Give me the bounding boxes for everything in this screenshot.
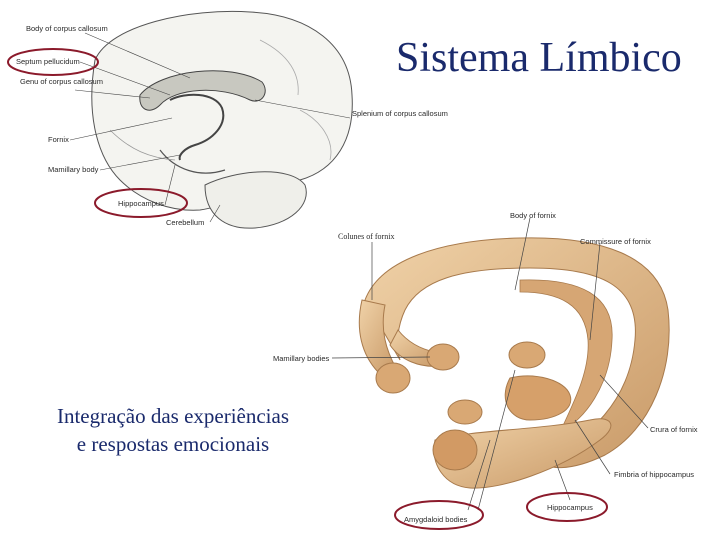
highlight-septum-pellucidum	[7, 48, 99, 76]
corpus-callosum-shape	[139, 70, 266, 111]
label-fornix: Fornix	[48, 135, 69, 144]
mamillary-body-right	[426, 343, 460, 371]
cerebellum-shape	[204, 171, 307, 229]
subtitle-line-1: Integração das experiências	[56, 404, 290, 428]
highlight-hippocampus-fornix	[526, 492, 608, 522]
label-hippocampus-brain: Hippocampus	[118, 199, 164, 208]
label-columns-of-fornix: Colunes of fornix	[338, 232, 394, 241]
label-body-of-fornix: Body of fornix	[510, 211, 556, 220]
label-cerebellum: Cerebellum	[166, 218, 204, 227]
label-crura-of-fornix: Crura of fornix	[650, 425, 698, 434]
mamillary-body-left	[375, 362, 411, 394]
slide-title: Sistema Límbico	[396, 35, 682, 81]
label-splenium-of-corpus-callosum: Splenium of corpus callosum	[352, 109, 448, 118]
label-genu-of-corpus-callosum: Genu of corpus callosum	[20, 77, 103, 86]
label-mamillary-bodies: Mamillary bodies	[273, 354, 330, 363]
amygdaloid-body	[432, 429, 478, 471]
amygdala-small	[447, 399, 483, 425]
fornix-shape	[169, 93, 225, 161]
hippocampus-shape	[159, 149, 226, 174]
hippocampus-right	[504, 375, 572, 421]
hippocampus-lower-band	[433, 418, 612, 489]
fornix-hippocampus-diagram: Colunes of fornix Body of fornix Commiss…	[273, 211, 698, 530]
highlight-amygdaloid-bodies	[394, 500, 484, 530]
label-mamillary-body: Mamillary body	[48, 165, 99, 174]
mamillary-body-back	[508, 341, 546, 369]
slide-subtitle: Integração das experiências e respostas …	[18, 402, 328, 458]
label-commissure-of-fornix: Commissure of fornix	[580, 237, 651, 246]
subtitle-line-2: e respostas emocionais	[76, 432, 270, 456]
label-body-of-corpus-callosum: Body of corpus callosum	[26, 24, 108, 33]
highlight-hippocampus-brain	[94, 188, 188, 218]
brain-sagittal-diagram: Body of corpus callosum Septum pellucidu…	[7, 10, 448, 229]
label-fimbria-of-hippocampus: Fimbria of hippocampus	[614, 470, 694, 479]
label-septum-pellucidum: Septum pellucidum	[16, 57, 80, 66]
label-hippocampus-fornix: Hippocampus	[547, 503, 593, 512]
label-amygdaloid-bodies: Amygdaloid bodies	[404, 515, 468, 524]
